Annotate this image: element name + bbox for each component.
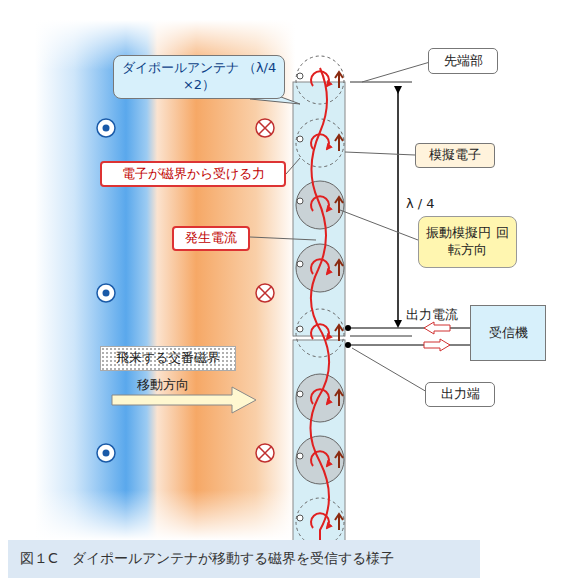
rotation-arrow (311, 71, 329, 86)
electron-dot (297, 73, 303, 79)
force-arrow (335, 452, 343, 468)
node-text: 発生電流 (185, 230, 237, 247)
force-arrow (335, 390, 343, 406)
electron-dot (297, 515, 303, 521)
field-box: 飛来する交番磁界 (100, 346, 236, 371)
output-wire (348, 328, 470, 329)
output-wire (348, 345, 470, 346)
dimension-line (350, 82, 412, 83)
oscillation-circle (296, 119, 344, 167)
electron-dot (297, 198, 303, 204)
callout-box: 電子が磁界から受ける力 (100, 161, 286, 187)
field-band (35, 20, 295, 540)
force-arrow (335, 260, 343, 276)
node-text: 電子が磁界から受ける力 (122, 166, 265, 183)
current-arrow (424, 322, 450, 334)
callout-box: 振動模擬円 回転方向 (418, 216, 517, 268)
label-text: 移動方向 (137, 376, 189, 394)
force-arrow (335, 325, 343, 341)
terminal (345, 325, 351, 331)
callout-box: 模擬電子 (415, 143, 495, 168)
callout-box: 出力端 (425, 382, 495, 407)
label-text: λ / 4 (404, 196, 437, 211)
current-arrow (424, 339, 450, 351)
terminal (345, 342, 351, 348)
field-symbols (97, 119, 274, 462)
oscillation-circle (296, 309, 344, 357)
dimension-line (350, 336, 412, 337)
force-arrow (335, 72, 343, 88)
force-arrow (335, 135, 343, 151)
dimension-arrow (397, 92, 399, 326)
node-text: 先端部 (444, 53, 483, 70)
caption-band: 図１C ダイポールアンテナが移動する磁界を受信する様子 (8, 540, 480, 578)
rotation-arrow (311, 389, 329, 404)
node-text: 振動模擬円 回転方向 (425, 225, 510, 259)
leader-lines (250, 62, 430, 392)
receiver-box: 受信機 (470, 305, 546, 361)
electron-dot (297, 326, 303, 332)
node-text: ダイポールアンテナ （λ/4 ×2） (120, 60, 278, 94)
node-text: 飛来する交番磁界 (116, 350, 220, 367)
antenna-gap (293, 340, 345, 341)
node-text: 受信機 (489, 325, 528, 342)
field-fade (30, 488, 300, 542)
oscillation-circle (296, 56, 344, 104)
callout-box: 発生電流 (172, 226, 250, 251)
antenna (293, 82, 345, 565)
electron-dot (297, 261, 303, 267)
antenna-gap (293, 336, 345, 337)
current-line (310, 68, 329, 565)
node-text: 出力端 (441, 386, 480, 403)
node-text: 模擬電子 (429, 147, 481, 164)
electron-dot (297, 453, 303, 459)
electron-dot (297, 391, 303, 397)
label-text: 出力電流 (406, 306, 458, 324)
force-arrow (335, 514, 343, 530)
oscillation-circle (296, 374, 344, 422)
caption: 図１C ダイポールアンテナが移動する磁界を受信する様子 (20, 550, 394, 568)
electron-dot (297, 136, 303, 142)
callout-box: ダイポールアンテナ （λ/4 ×2） (113, 55, 285, 99)
callout-box: 先端部 (428, 48, 498, 74)
